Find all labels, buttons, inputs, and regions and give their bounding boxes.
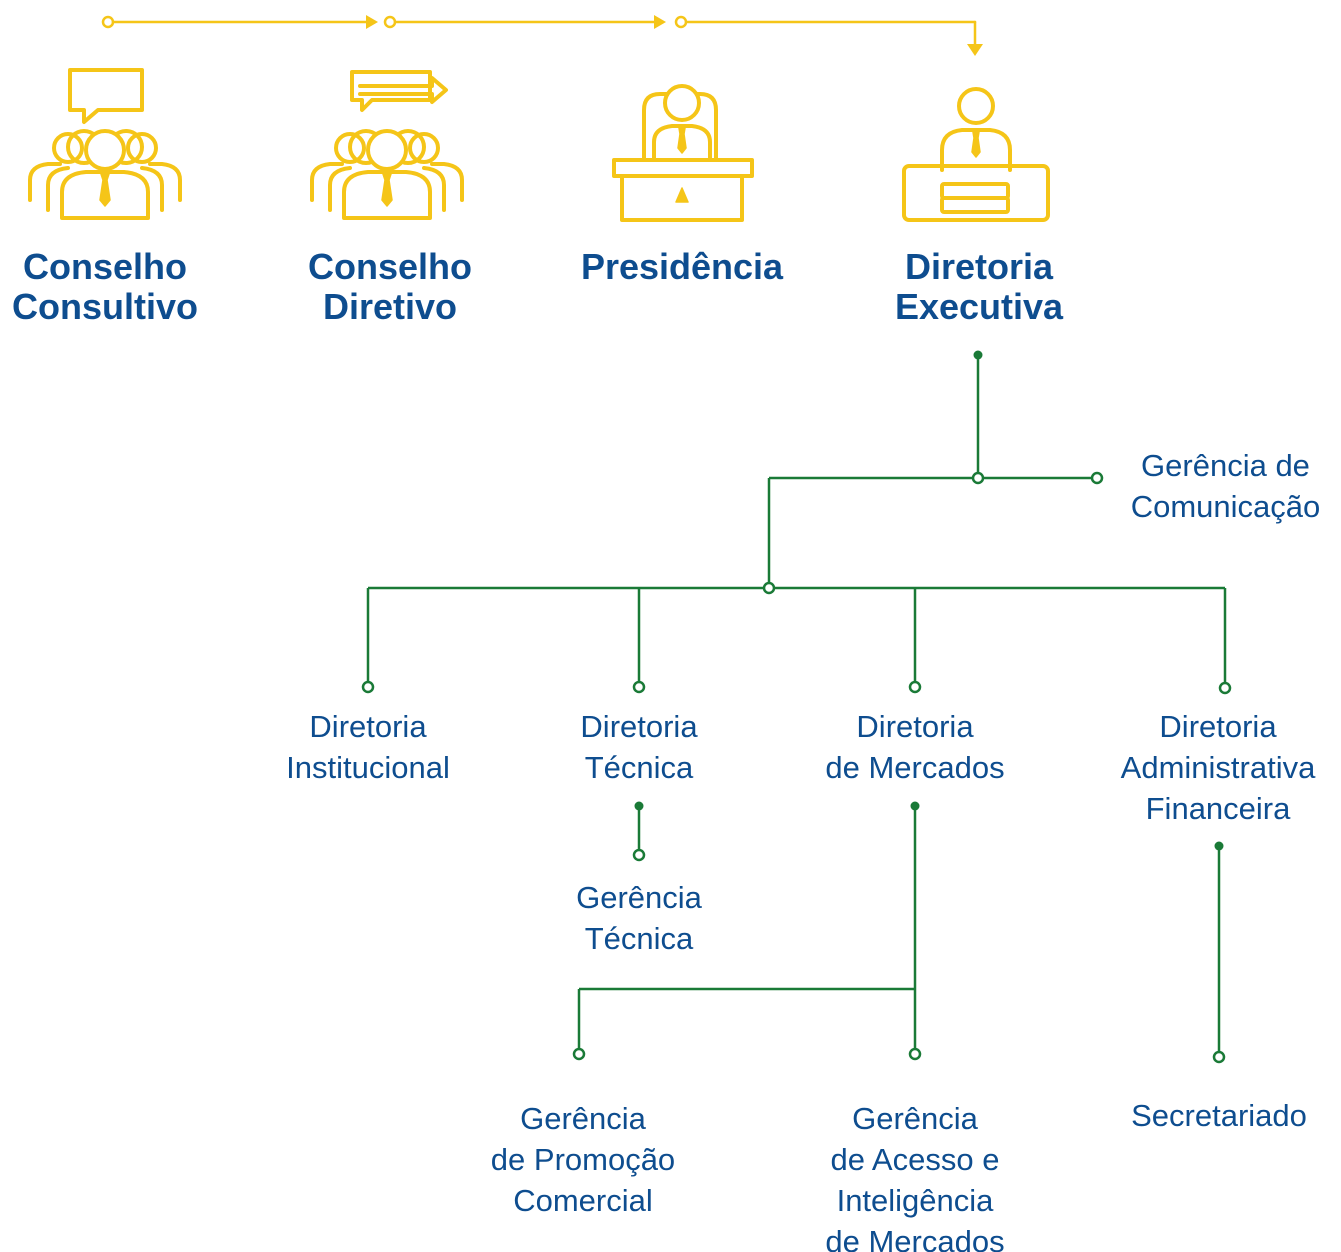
- presidencia-label: Presidência: [580, 246, 784, 287]
- flow-arrows: [101, 15, 983, 56]
- secretariado-label: Secretariado: [1131, 1098, 1307, 1133]
- advisory-council-icon: [28, 68, 182, 220]
- connector-dots: [361, 350, 1232, 1064]
- board-council-icon: [310, 70, 464, 220]
- executive-board-icon: [902, 87, 1050, 222]
- presidency-icon: [612, 84, 754, 222]
